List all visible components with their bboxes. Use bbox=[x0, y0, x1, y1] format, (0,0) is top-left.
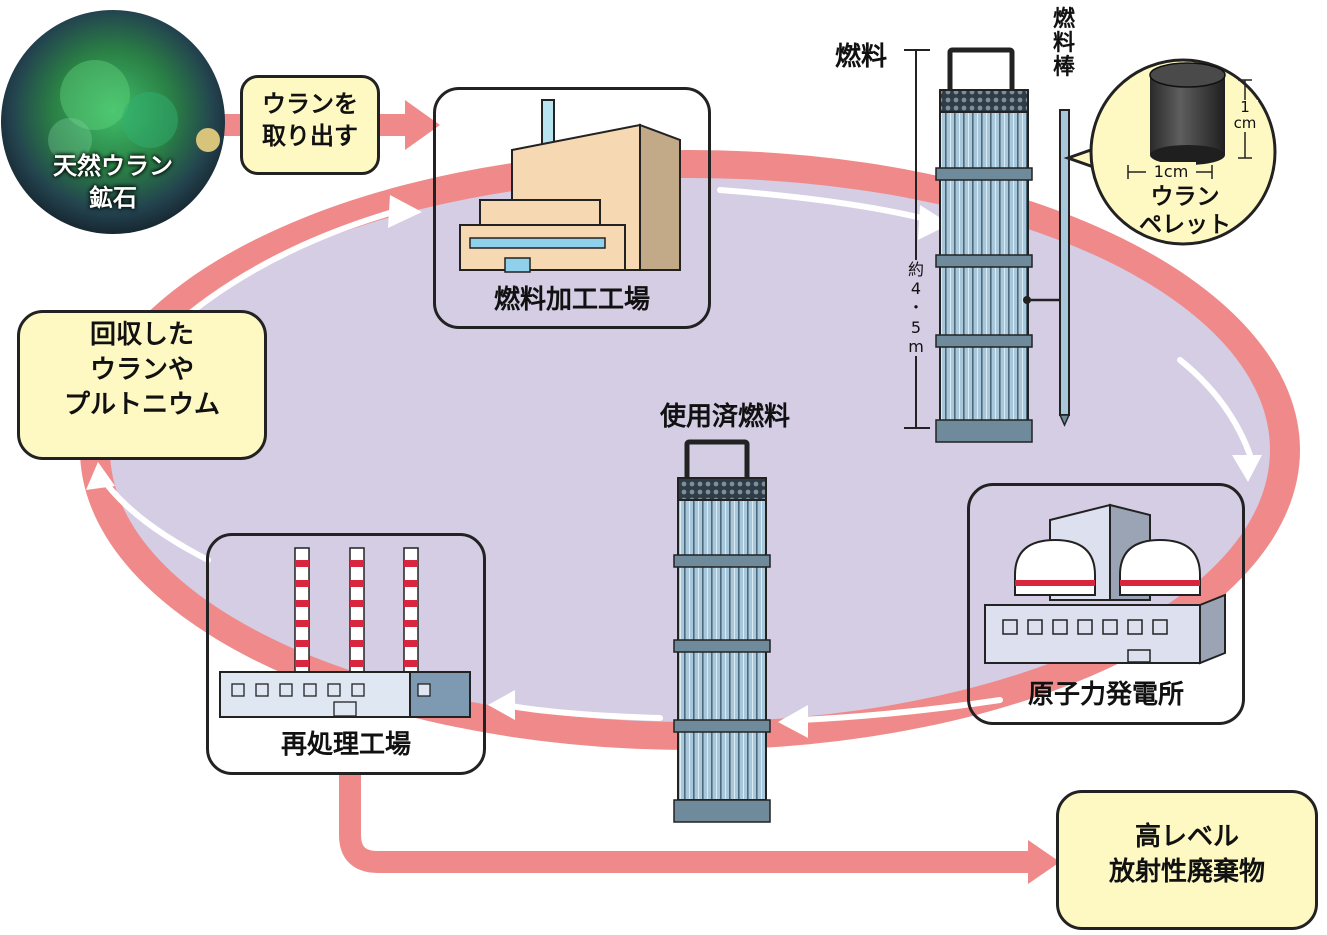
fuel-rod-char: 棒 bbox=[1052, 55, 1075, 81]
hlw-line1: 高レベル bbox=[1134, 822, 1239, 852]
pellet-height-char: 1 bbox=[1240, 98, 1250, 116]
fuel-length-char: 5 bbox=[910, 317, 922, 337]
fuel-plant-illustration bbox=[459, 99, 681, 273]
extract-line1: ウランを bbox=[262, 90, 358, 118]
fuel-rod-label: 燃 料 棒 bbox=[1051, 7, 1077, 81]
ore-line1: 天然ウラン bbox=[53, 152, 173, 180]
recovered-line3: プルトニウム bbox=[63, 390, 220, 421]
recovered-box bbox=[17, 310, 267, 460]
power-plant-illustration bbox=[984, 503, 1226, 665]
fuel-assembly-label: 燃料 bbox=[835, 42, 888, 72]
spent-fuel-label: 使用済燃料 bbox=[659, 402, 790, 432]
reprocess-plant-box bbox=[206, 533, 486, 775]
hlw-line2: 放射性廃棄物 bbox=[1108, 857, 1265, 888]
reprocess-plant-label: 再処理工場 bbox=[280, 730, 411, 760]
fuel-length-char: ・ bbox=[908, 298, 925, 318]
pellet-bubble bbox=[1063, 58, 1277, 246]
fuel-rod-char: 料 bbox=[1052, 31, 1075, 57]
pellet-line2: ペレット bbox=[1139, 211, 1231, 238]
recovered-line2: ウランや bbox=[89, 355, 194, 386]
fuel-length-char: 4 bbox=[910, 279, 922, 299]
pellet-label: ウラン ペレット bbox=[1100, 184, 1270, 239]
hlw-box bbox=[1056, 790, 1318, 930]
pellet-line1: ウラン bbox=[1150, 184, 1220, 210]
reprocessing-plant-illustration bbox=[219, 547, 471, 718]
fuel-assembly-illustration bbox=[904, 47, 1071, 443]
spent-fuel-assembly-illustration bbox=[673, 439, 771, 823]
recovered-line1: 回収した bbox=[89, 320, 194, 350]
fuel-length-label: 約 4 ・ 5 m bbox=[908, 260, 924, 356]
extract-line2: 取り出す bbox=[262, 122, 358, 151]
extract-label: ウランを 取り出す bbox=[240, 88, 380, 153]
waste-arrow bbox=[339, 775, 1060, 884]
power-plant-label: 原子力発電所 bbox=[1027, 680, 1184, 710]
fuel-length-char: 約 bbox=[908, 260, 925, 279]
fuel-plant-label: 燃料加工工場 bbox=[493, 285, 650, 315]
fuel-plant-box bbox=[433, 87, 711, 329]
ore-line2: 鉱石 bbox=[89, 184, 137, 213]
fuel-length-char: m bbox=[908, 336, 924, 356]
extract-box bbox=[240, 75, 380, 175]
recovered-label: 回収した ウランや プルトニウム bbox=[17, 318, 267, 423]
pellet-height-label: 1 cm bbox=[1232, 98, 1258, 132]
power-plant-box bbox=[967, 483, 1245, 725]
ore-label: 天然ウラン 鉱石 bbox=[28, 150, 198, 215]
pellet-height-char: cm bbox=[1233, 113, 1257, 132]
hlw-label: 高レベル 放射性廃棄物 bbox=[1056, 820, 1318, 890]
uranium-ore-image bbox=[1, 10, 225, 234]
pellet-width-label: 1cm bbox=[1146, 162, 1196, 181]
fuel-rod-char: 燃 bbox=[1052, 7, 1075, 32]
